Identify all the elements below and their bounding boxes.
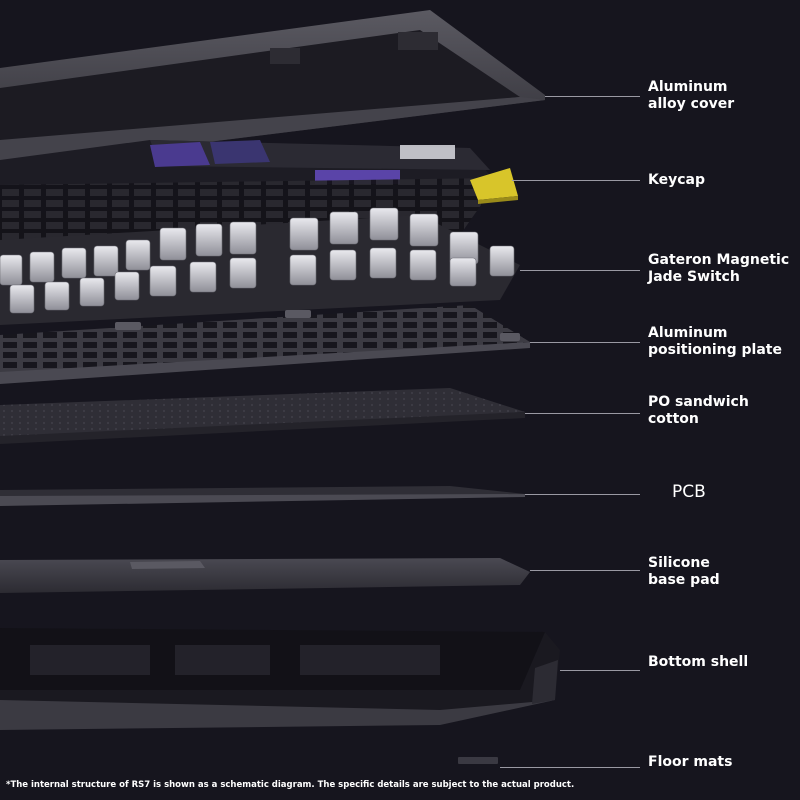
label-keycap: Keycap	[648, 172, 705, 189]
sandwich-cotton-part	[0, 388, 525, 444]
leader-mats	[500, 767, 640, 768]
leader-sandwich	[525, 413, 640, 414]
leader-cover	[545, 96, 640, 97]
leader-silicone	[530, 570, 640, 571]
leader-plate	[530, 342, 640, 343]
label-pcb: PCB	[672, 484, 706, 501]
floor-mats-part	[458, 757, 498, 764]
leader-keycap	[512, 180, 640, 181]
footnote: *The internal structure of RS7 is shown …	[6, 780, 574, 790]
bottom-shell-part	[0, 628, 560, 730]
leader-switch	[520, 270, 640, 271]
pcb-part	[0, 486, 525, 506]
label-floor-mats: Floor mats	[648, 754, 732, 771]
leader-pcb	[525, 494, 640, 495]
silicone-pad-part	[0, 558, 530, 593]
leader-shell	[560, 670, 640, 671]
label-bottom-shell: Bottom shell	[648, 654, 748, 671]
